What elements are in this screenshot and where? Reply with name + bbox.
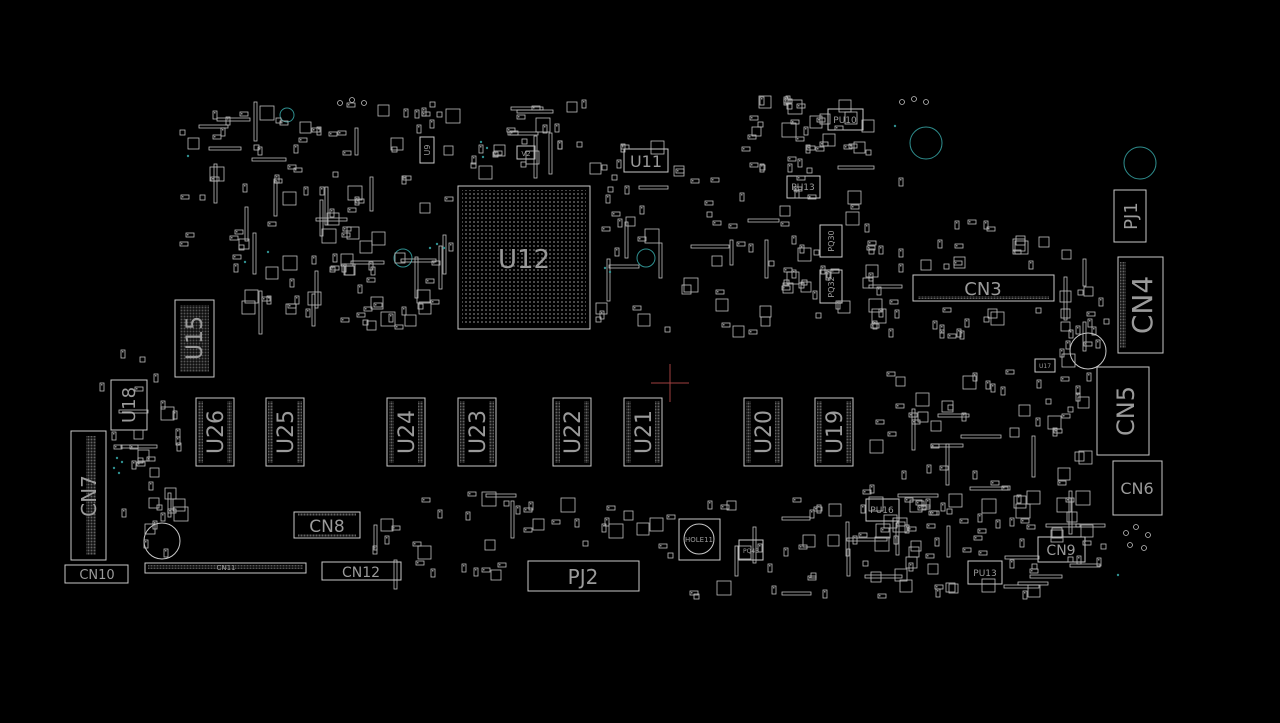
label-u24: U24	[395, 410, 420, 454]
label-u18: U18	[119, 387, 140, 423]
label-pu13-lower: PU13	[973, 569, 996, 579]
connector-cn3[interactable]: CN3	[912, 274, 1055, 302]
chip-u25[interactable]: U25	[265, 397, 305, 467]
component-u17[interactable]: U17	[1034, 358, 1056, 373]
connector-cn6[interactable]: CN6	[1112, 460, 1163, 516]
mount-hole11[interactable]: HOLE11	[678, 518, 721, 561]
chip-u24[interactable]: U24	[386, 397, 426, 467]
label-cn5: CN5	[1112, 386, 1140, 436]
label-cn7: CN7	[77, 475, 101, 517]
chip-u15[interactable]: U15	[174, 299, 215, 378]
label-cn4: CN4	[1126, 276, 1159, 334]
label-u19: U19	[823, 410, 848, 454]
label-pu13: PU13	[791, 183, 814, 193]
label-cn6: CN6	[1120, 479, 1153, 498]
label-pj2: PJ2	[568, 565, 599, 589]
chip-u26[interactable]: U26	[195, 397, 235, 467]
label-pj1: PJ1	[1121, 202, 1142, 230]
chip-u11[interactable]: U11	[623, 148, 669, 173]
connector-cn12[interactable]: CN12	[321, 561, 402, 581]
label-u25: U25	[274, 410, 299, 454]
label-cn9: CN9	[1046, 543, 1075, 559]
chip-u21[interactable]: U21	[623, 397, 663, 467]
probe-cursor	[651, 364, 689, 402]
label-u12: U12	[498, 245, 550, 275]
label-cn8: CN8	[309, 517, 344, 537]
label-u21: U21	[632, 410, 657, 454]
label-u9: U9	[423, 145, 432, 156]
label-cn10: CN10	[79, 568, 114, 583]
connector-pj2[interactable]: PJ2	[527, 560, 640, 592]
component-u9[interactable]: U9	[419, 136, 435, 164]
circular-features	[143, 107, 1157, 560]
connector-cn5[interactable]: CN5	[1096, 366, 1150, 456]
label-u15: U15	[183, 316, 208, 360]
label-u11: U11	[630, 152, 662, 171]
label-cn12: CN12	[342, 565, 380, 581]
label-u23: U23	[466, 410, 491, 454]
passive-components	[99, 95, 1151, 600]
connector-cn7[interactable]: CN7	[70, 430, 107, 561]
label-pq32: PQ32	[827, 276, 836, 297]
connector-cn9[interactable]: CN9	[1037, 536, 1086, 563]
chip-u12[interactable]: U12	[457, 185, 591, 330]
label-cn3: CN3	[964, 279, 1002, 300]
connector-pj1[interactable]: PJ1	[1113, 189, 1147, 243]
chip-u19[interactable]: U19	[814, 397, 854, 467]
label-pq30: PQ30	[827, 230, 836, 251]
connector-cn8[interactable]: CN8	[293, 511, 361, 539]
label-u17: U17	[1039, 363, 1051, 370]
label-hole11: HOLE11	[685, 536, 713, 544]
chip-u23[interactable]: U23	[457, 397, 497, 467]
chip-u22[interactable]: U22	[552, 397, 592, 467]
label-cn11: CN11	[216, 564, 235, 572]
connector-cn4[interactable]: CN4	[1117, 256, 1164, 354]
label-u22: U22	[561, 410, 586, 454]
chip-u18[interactable]: U18	[110, 379, 148, 431]
component-pq30[interactable]: PQ30	[819, 224, 843, 258]
chip-u20[interactable]: U20	[743, 397, 783, 467]
label-u20: U20	[752, 410, 777, 454]
connector-cn11[interactable]: CN11	[144, 562, 307, 574]
component-pu13-lower[interactable]: PU13	[967, 560, 1003, 585]
label-u26: U26	[204, 410, 229, 454]
connector-cn10[interactable]: CN10	[64, 564, 129, 584]
